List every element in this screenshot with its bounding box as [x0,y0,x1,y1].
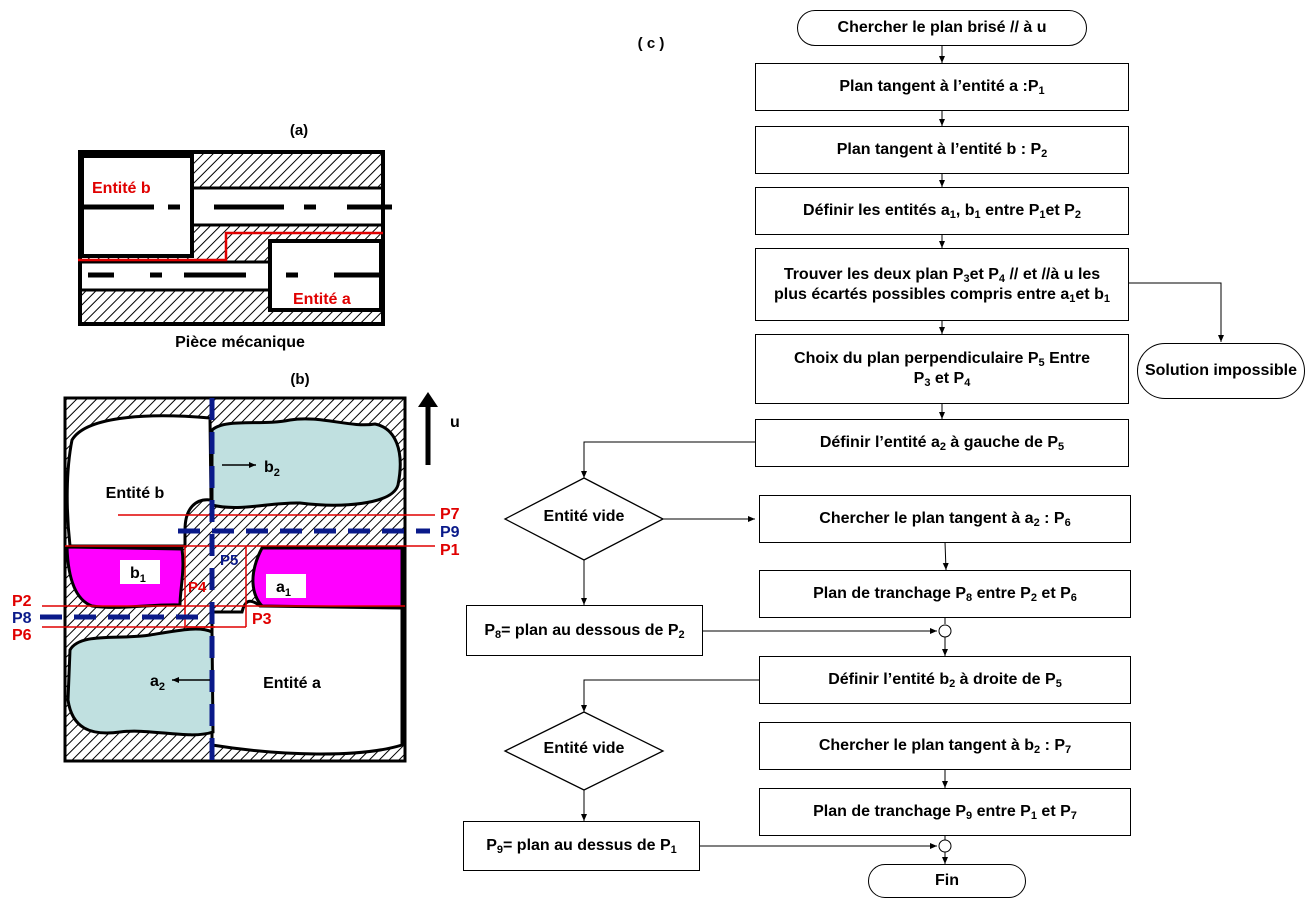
flow-node-tangent-b2: Chercher le plan tangent à b2 : P7 [759,722,1131,770]
flow-node-cut-p8: Plan de tranchage P8 entre P2 et P6 [759,570,1131,618]
p6-label: P6 [12,627,32,644]
entity-b-label-b: Entité b [106,485,165,502]
flow-start: Chercher le plan brisé // à u [797,10,1087,46]
red-planes [42,514,435,628]
p7-label: P7 [440,506,460,523]
entity-a2-region [66,627,215,737]
p8-label: P8 [12,610,32,627]
entity-b-region [65,414,213,548]
entity-a-label-b: Entité a [263,675,321,692]
flow-node-p9-above: P9= plan au dessus de P1 [463,821,700,871]
decision-diamond-1 [503,477,665,561]
flow-node-tangent-a: Plan tangent à l’entité a :P1 [755,63,1129,111]
p9-label: P9 [440,524,460,541]
entity-b-label: Entité b [92,180,151,197]
a1-label: a1 [276,579,291,599]
decision-diamond-2 [503,711,665,791]
panel-a-label: (a) [290,122,308,139]
decision-2-label: Entité vide [543,740,625,757]
flow-node-tangent-a2: Chercher le plan tangent à a2 : P6 [759,495,1131,543]
p2-label: P2 [12,593,32,610]
decision-1-label: Entité vide [543,508,625,525]
b2-label: b2 [264,459,280,479]
flow-connectors [581,44,1224,864]
flow-impossible: Solution impossible [1137,343,1305,399]
flow-node-define-entities: Définir les entités a1, b1 entre P1et P2 [755,187,1129,235]
panel-a: (a) Entité b Entité a Pièce [78,122,392,351]
p3-label: P3 [252,611,272,628]
entity-b2-region [210,417,402,509]
flow-end: Fin [868,864,1026,898]
u-label: u [450,414,460,431]
piece-caption: Pièce mécanique [175,334,305,351]
p4-label: P4 [188,579,207,596]
blue-planes [40,398,430,760]
p5-label: P5 [220,552,238,569]
a2-label: a2 [150,673,165,693]
flow-node-define-a2: Définir l’entité a2 à gauche de P5 [755,419,1129,467]
p1-label: P1 [440,542,460,559]
flow-node-tangent-b: Plan tangent à l’entité b : P2 [755,126,1129,174]
flow-node-p8-below: P8= plan au dessous de P2 [466,605,703,656]
b1-label: b1 [130,565,146,585]
panel-b: (b) [12,371,460,763]
axis-dashes [84,204,392,278]
entity-a-label: Entité a [293,291,351,308]
flow-node-define-b2: Définir l’entité b2 à droite de P5 [759,656,1131,704]
flow-node-choose-perpendicular: Choix du plan perpendiculaire P5 Entre P… [755,334,1129,404]
panel-c-label: ( c ) [638,35,665,52]
flow-node-cut-p9: Plan de tranchage P9 entre P1 et P7 [759,788,1131,836]
flow-node-find-planes: Trouver les deux plan P3et P4 // et //à … [755,248,1129,321]
broken-plane-line [78,231,383,262]
panel-b-label: (b) [290,371,309,388]
